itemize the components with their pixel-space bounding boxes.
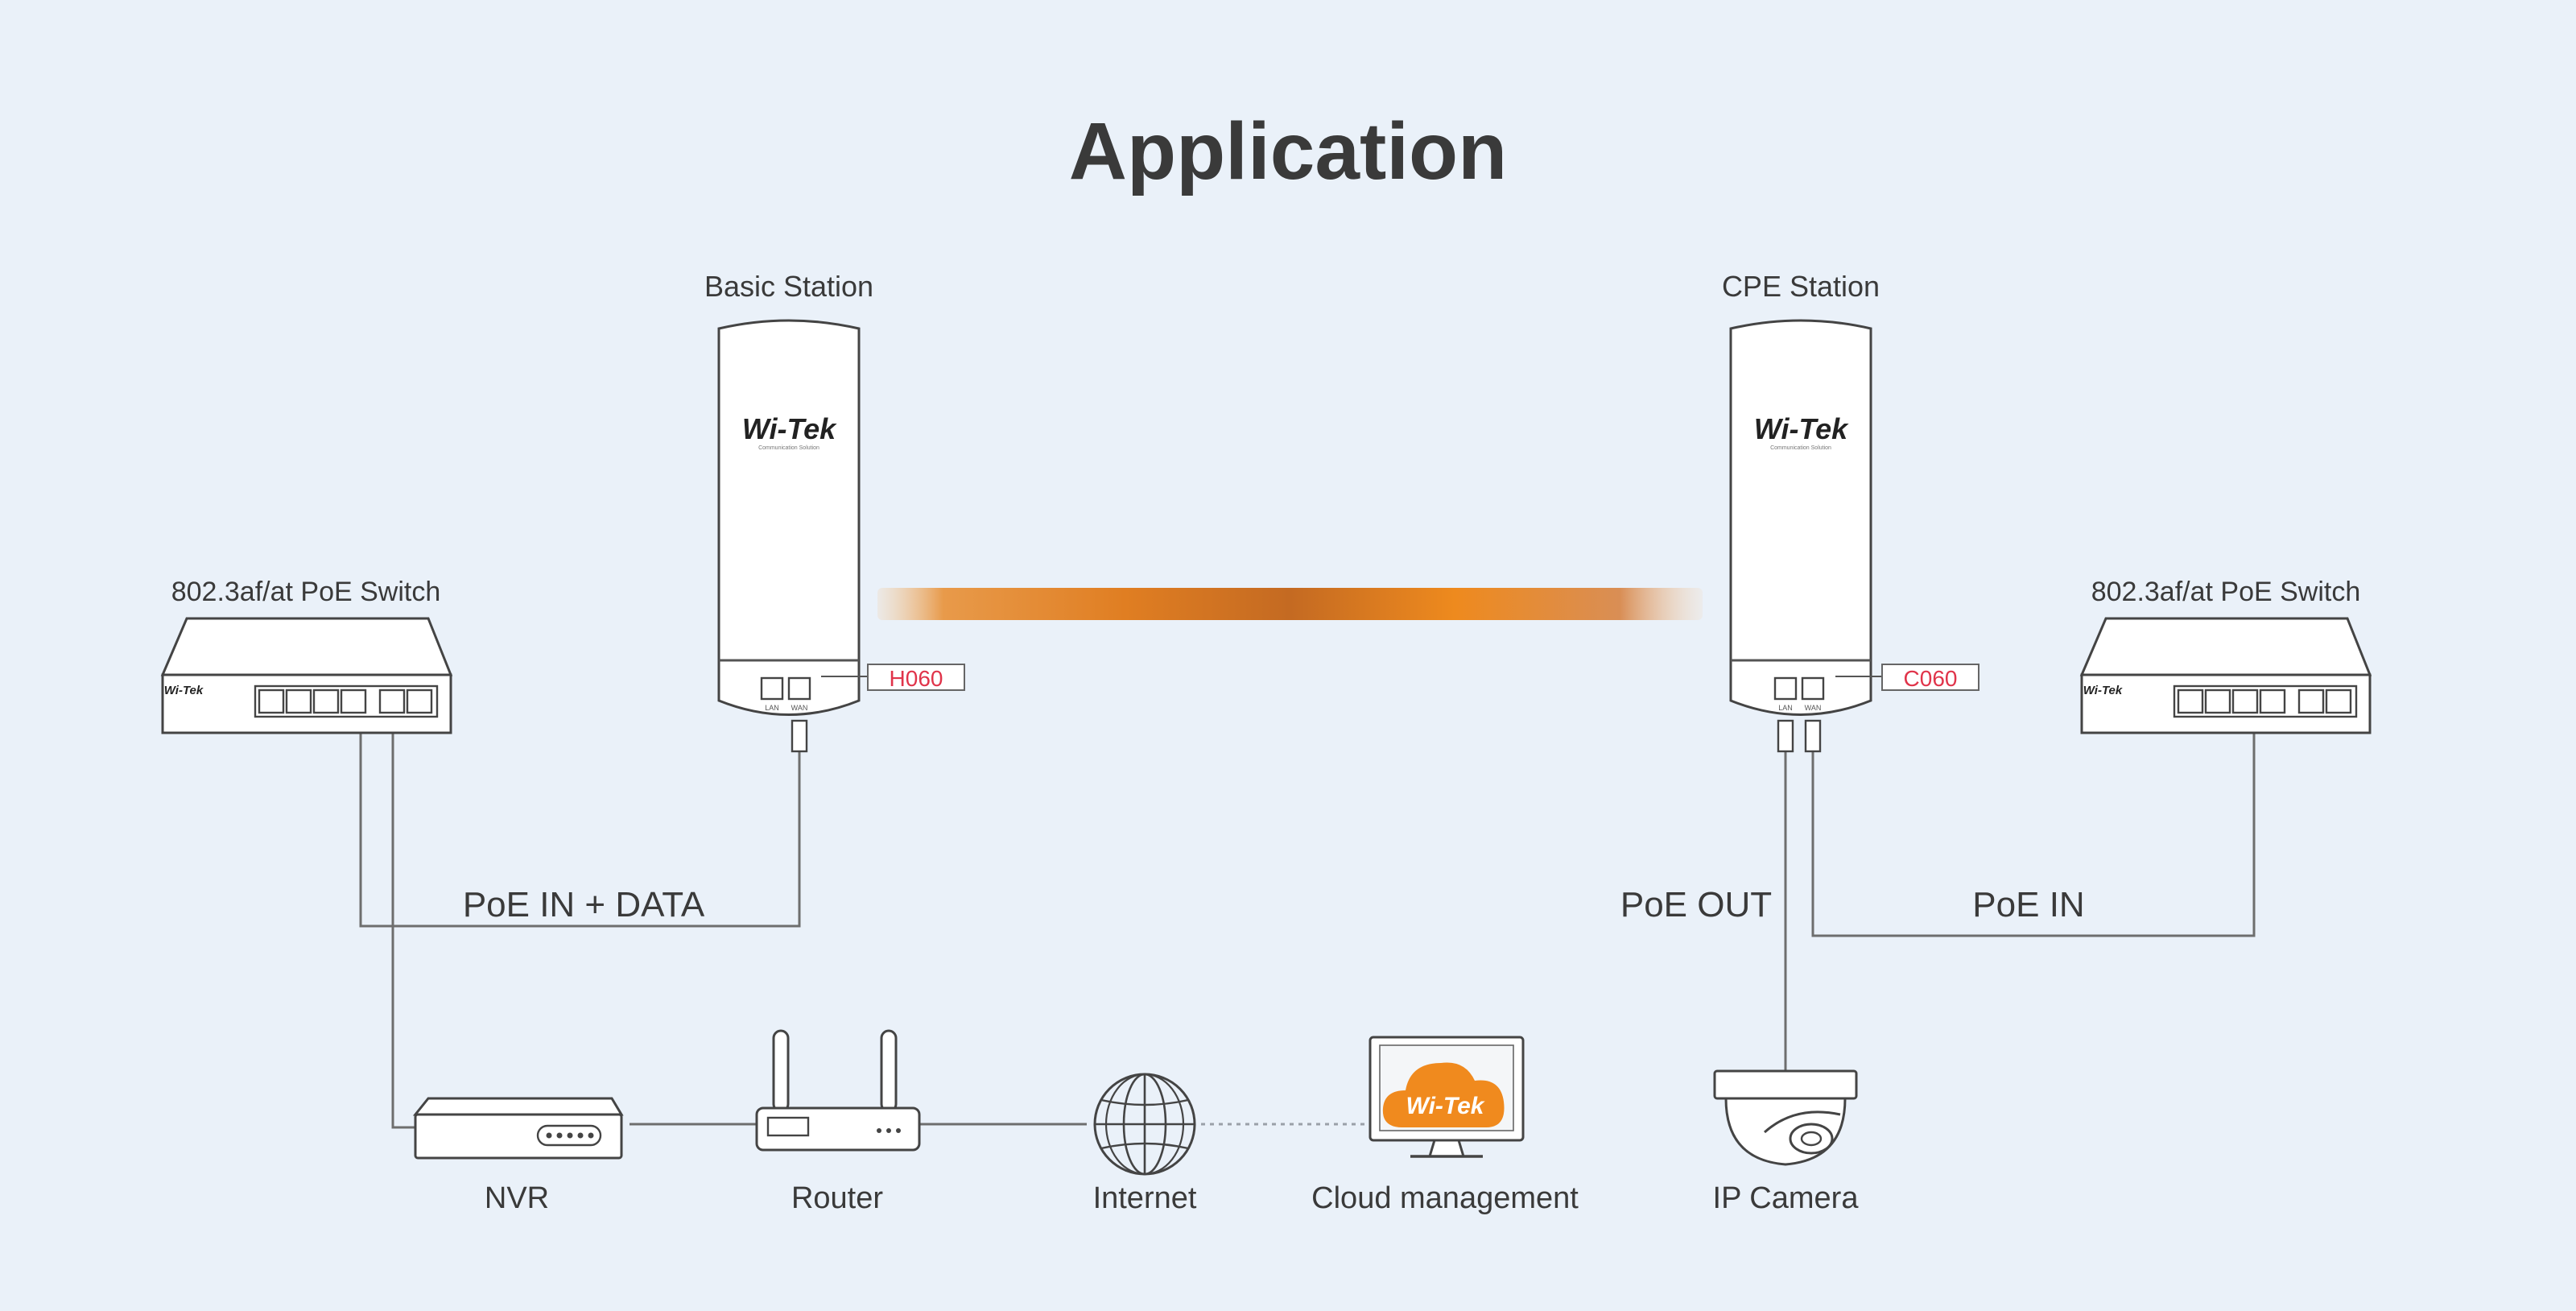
cloud-icon [1382, 1062, 1505, 1127]
basic-station-wan-label: WAN [791, 704, 808, 712]
wire-left-switch-to-nvr [391, 733, 415, 1129]
right-switch-label: 802.3af/at PoE Switch [2091, 577, 2361, 607]
page-title: Application [1069, 106, 1507, 196]
cpe-station-label: CPE Station [1722, 270, 1880, 303]
basic-station-brand: Wi-Tek [742, 412, 837, 445]
label-poe-in: PoE IN [1972, 885, 2084, 924]
right-poe-switch: 802.3af/at PoE Switch Wi-Tek [2079, 577, 2372, 734]
right-switch-brand: Wi-Tek [2083, 684, 2123, 697]
internet-label: Internet [1093, 1181, 1197, 1215]
cpe-station-wan-port [1801, 676, 1825, 701]
basic-station-model: H060 [890, 666, 943, 691]
router-antenna-right [880, 1029, 898, 1113]
cpe-station-body [1729, 319, 1872, 716]
wire-left-switch-to-basic-station [359, 733, 801, 928]
left-poe-switch: 802.3af/at PoE Switch Wi-Tek [160, 577, 453, 734]
nvr-label: NVR [485, 1181, 549, 1215]
cpe-station-cable-plug-lan [1777, 719, 1794, 753]
wireless-link-beam [877, 588, 1703, 620]
nvr-device: NVR [412, 1097, 624, 1215]
left-switch-label: 802.3af/at PoE Switch [171, 577, 441, 607]
cpe-station-model-tag [1881, 664, 1979, 691]
cloud-brand: Wi-Tek [1406, 1093, 1485, 1119]
ip-camera-label: IP Camera [1713, 1181, 1860, 1215]
basic-station-cable-plug [791, 719, 808, 753]
left-switch-ports [258, 689, 433, 714]
basic-station: Basic Station Wi-Tek Communication Solut… [704, 270, 965, 753]
label-poe-out: PoE OUT [1620, 885, 1772, 924]
cpe-station-wan-label: WAN [1805, 704, 1822, 712]
wiring [359, 733, 2256, 1129]
cpe-station: CPE Station Wi-Tek Communication Solutio… [1722, 270, 1979, 753]
ip-camera-device: IP Camera [1713, 1069, 1860, 1215]
internet-globe-icon [1093, 1073, 1196, 1176]
router-antenna-left [772, 1029, 790, 1113]
left-switch-brand: Wi-Tek [164, 684, 204, 697]
basic-station-brand-sub: Communication Solution [758, 445, 819, 451]
basic-station-label: Basic Station [704, 270, 873, 303]
cpe-station-cable-plug-wan [1804, 719, 1822, 753]
cloud-management-monitor: Wi-Tek Cloud management [1311, 1036, 1579, 1215]
basic-station-lan-port [760, 676, 784, 701]
basic-station-model-tag [867, 664, 965, 691]
basic-station-wan-port [787, 676, 811, 701]
cpe-station-model: C060 [1904, 666, 1958, 691]
router-device: Router [755, 1029, 921, 1215]
cpe-station-brand: Wi-Tek [1754, 412, 1849, 445]
cpe-station-brand-sub: Communication Solution [1770, 445, 1831, 451]
label-poe-in-data: PoE IN + DATA [463, 885, 705, 924]
cpe-station-lan-label: LAN [1778, 704, 1793, 712]
router-label: Router [791, 1181, 883, 1215]
basic-station-body [717, 319, 861, 716]
basic-station-lan-label: LAN [765, 704, 779, 712]
right-switch-ports [2177, 689, 2352, 714]
cloud-management-label: Cloud management [1311, 1181, 1579, 1215]
wire-cpe-to-right-switch [1811, 733, 2256, 937]
cpe-station-lan-port [1773, 676, 1798, 701]
